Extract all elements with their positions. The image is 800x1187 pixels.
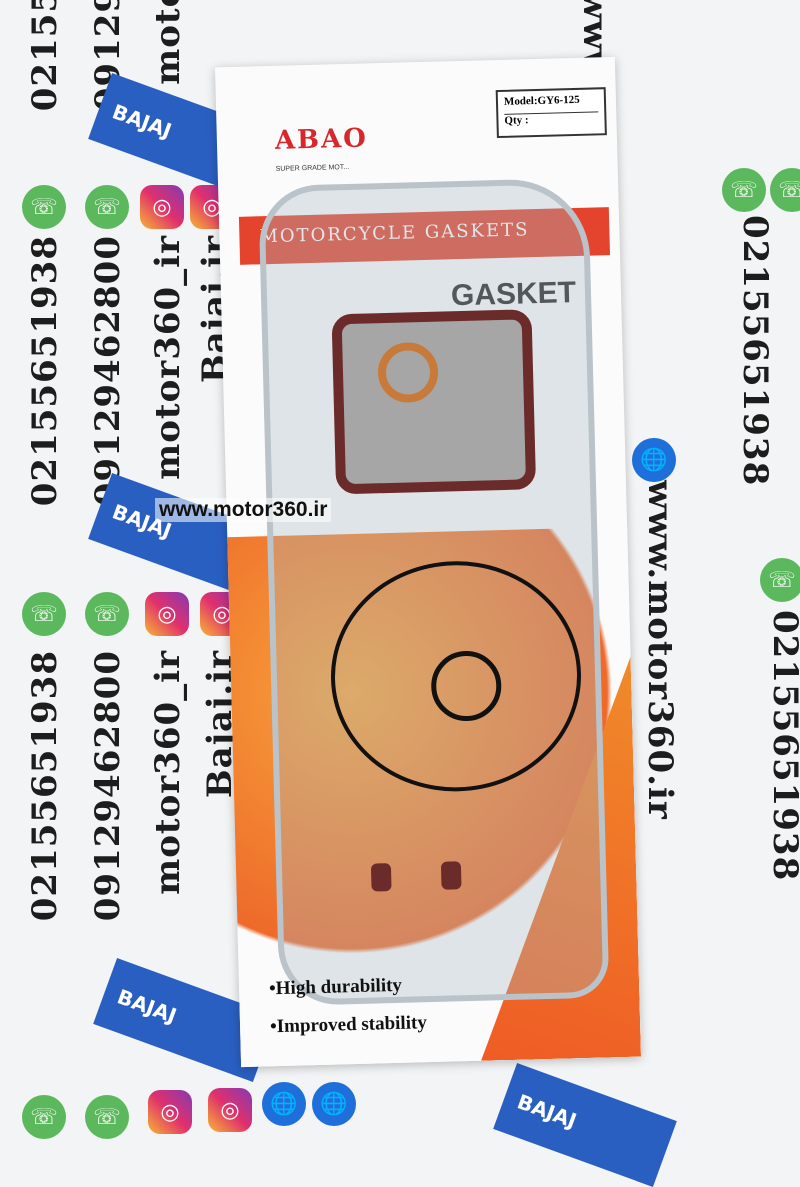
bg-mobile-left: 09129462800	[88, 235, 128, 507]
bg-instagram-left-2: motor360_ir	[148, 650, 188, 895]
valve-seal	[370, 863, 392, 892]
instagram-icon: ◎	[208, 1088, 252, 1132]
watermark-url: www.motor360.ir	[155, 498, 332, 522]
instagram-icon: ◎	[145, 592, 189, 636]
bg-phone-right-2: 02155651938	[765, 610, 800, 882]
phone-icon: ☏	[22, 1095, 66, 1139]
bg-instagram-top: motor360_ir	[148, 0, 188, 85]
bg-phone-right: 02155651938	[735, 215, 775, 487]
phone-icon: ☏	[22, 185, 66, 229]
feature-stability: •Improved stability	[269, 1012, 428, 1038]
phone-icon: ☏	[770, 168, 800, 212]
instagram-icon: ◎	[140, 185, 184, 229]
model-label: Model:GY6-125	[503, 93, 599, 115]
globe-icon: 🌐	[312, 1082, 356, 1126]
cylinder-head-gasket	[331, 309, 537, 495]
phone-icon: ☏	[22, 592, 66, 636]
bg-instagram-left: motor360_ir	[148, 235, 188, 480]
globe-icon: 🌐	[262, 1082, 306, 1126]
bg-phone-left-2: 02155651938	[25, 650, 65, 922]
phone-icon: ☏	[722, 168, 766, 212]
brand-subtitle: SUPER GRADE MOT...	[275, 163, 350, 173]
qty-label: Qty :	[504, 114, 529, 127]
bg-phone-left: 02155651938	[25, 235, 65, 507]
bg-url-right: www.motor360.ir	[640, 480, 680, 820]
phone-icon: ☏	[85, 185, 129, 229]
phone-icon: ☏	[85, 1095, 129, 1139]
model-box: Model:GY6-125 Qty :	[495, 87, 607, 139]
phone-icon: ☏	[85, 592, 129, 636]
phone-icon: ☏	[760, 558, 800, 602]
valve-seal	[440, 861, 462, 890]
bajaj-logo: BAJAJ	[493, 1063, 677, 1187]
bg-mobile-left-2: 09129462800	[88, 650, 128, 922]
globe-icon: 🌐	[632, 438, 676, 482]
feature-durability: •High durability	[268, 974, 403, 1000]
gasket-package: MOTORCYCLE GASKETS ABAO SUPER GRADE MOT.…	[214, 56, 642, 1068]
bg-phone-top: 02155651938	[25, 0, 65, 111]
instagram-icon: ◎	[148, 1090, 192, 1134]
brand-logo: ABAO	[274, 123, 369, 156]
